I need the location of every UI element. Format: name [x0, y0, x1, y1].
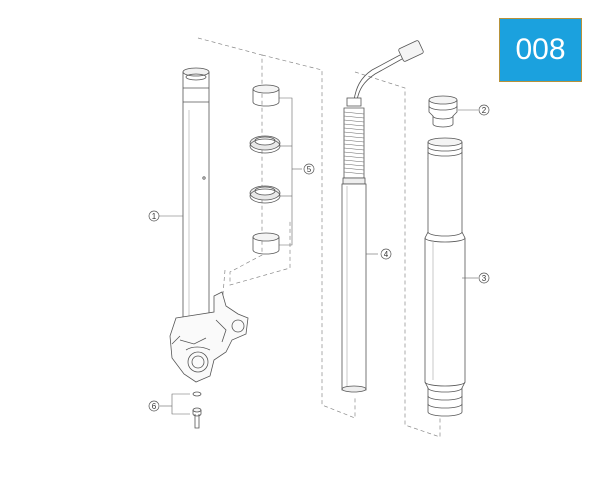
callout-5: 5 [303, 163, 315, 175]
callout-6: 6 [148, 400, 160, 412]
part-1-outer-fork-tube [169, 67, 249, 383]
svg-text:3: 3 [482, 274, 487, 283]
part-4-damper-cartridge [341, 40, 424, 393]
svg-text:2: 2 [482, 106, 487, 115]
svg-text:5: 5 [307, 165, 312, 174]
svg-text:4: 4 [384, 250, 389, 259]
callout-leader-lines [159, 97, 478, 415]
callout-labels: 1 2 3 4 5 6 [148, 104, 490, 412]
assembly-guide-lines [197, 37, 441, 438]
callout-1: 1 [148, 210, 160, 222]
page-number-badge: 008 [499, 18, 582, 82]
callout-3: 3 [478, 272, 490, 284]
svg-text:6: 6 [152, 402, 157, 411]
svg-text:1: 1 [152, 212, 157, 221]
part-6-bolt-and-washer [192, 391, 202, 429]
part-5-bushings-and-seals [249, 84, 281, 255]
callout-2: 2 [478, 104, 490, 116]
part-3-inner-fork-tube [424, 137, 466, 417]
part-2-top-cap [428, 95, 458, 128]
callout-4: 4 [380, 248, 392, 260]
